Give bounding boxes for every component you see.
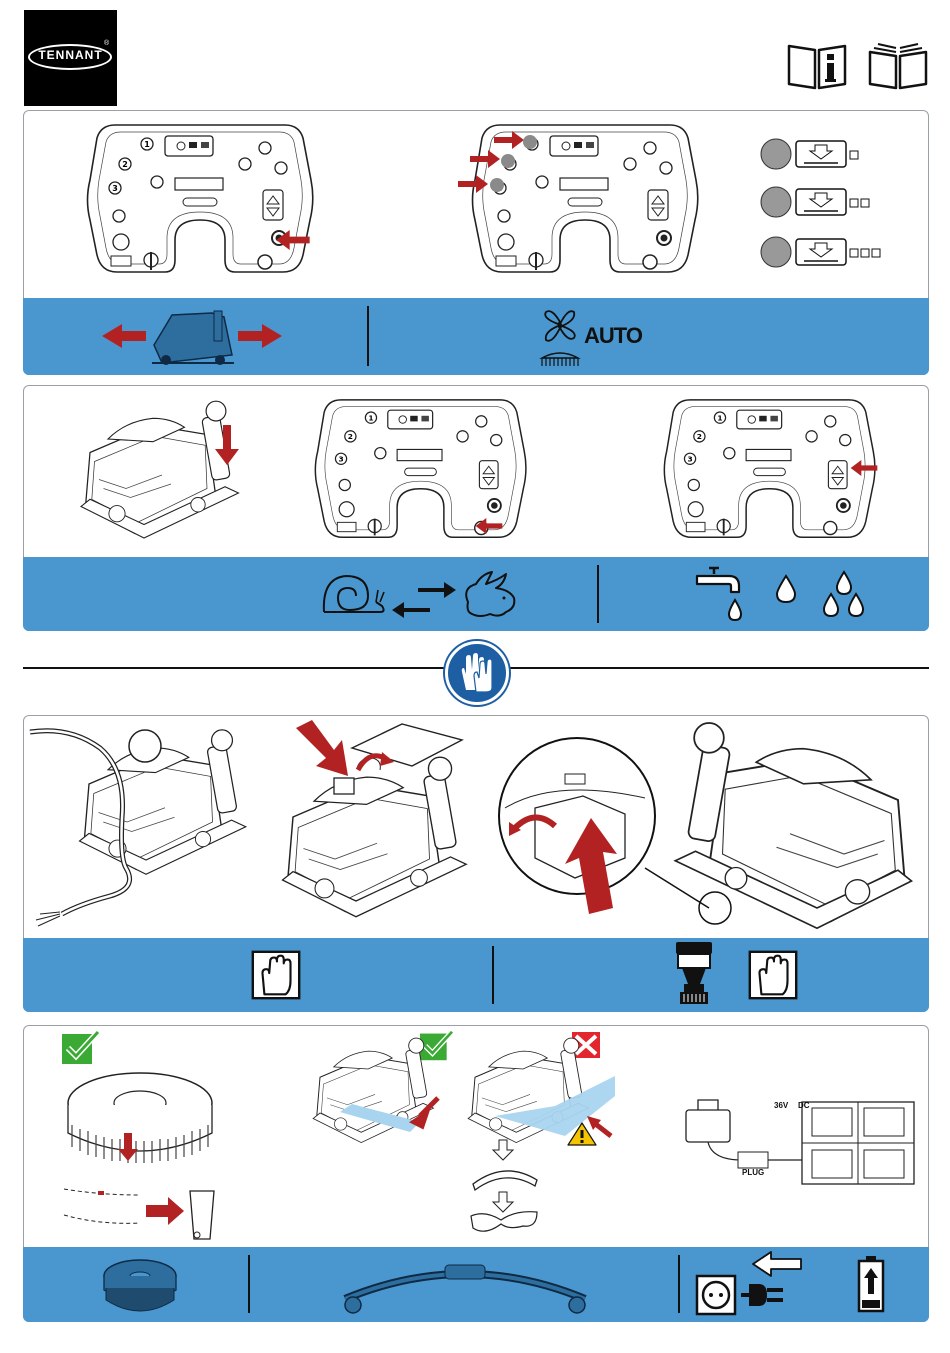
open-book-icon (868, 42, 930, 90)
pressure-3-highlight (490, 178, 504, 192)
water-drops-icon (820, 570, 868, 620)
filter-detail-illustration (495, 718, 925, 936)
filter-icon (672, 940, 716, 1008)
squeegee-blade-flip (465, 1140, 545, 1240)
squeegee-assembly-icon (335, 1255, 595, 1317)
red-arrow-2 (470, 150, 500, 168)
plug-outlet-icon (695, 1250, 807, 1318)
red-arrow-water (849, 460, 879, 476)
fan-icon (538, 306, 582, 368)
cloth-hand-icon-2 (744, 946, 802, 1004)
info-manual-icon (787, 42, 849, 90)
snail-icon (324, 576, 384, 612)
check-icon (60, 1030, 100, 1066)
dc-label: DC (798, 1101, 810, 1110)
plug-label: PLUG (742, 1168, 764, 1177)
voltage-label: 36V (774, 1101, 788, 1110)
machine-illustration-1 (72, 388, 252, 553)
band-1-divider (367, 306, 369, 366)
control-panel-1 (85, 120, 315, 280)
gloves-icon (445, 641, 509, 705)
band-2-divider (597, 565, 599, 623)
pressure-legend (760, 135, 890, 270)
red-arrow-speed (474, 518, 504, 534)
brush-icon (100, 1254, 180, 1318)
battery-icon (856, 1254, 886, 1314)
speed-snail-rabbit (320, 568, 520, 624)
logo-registered-mark: ® (104, 40, 109, 47)
red-arrow-down (215, 425, 239, 465)
red-arrow-3 (458, 175, 488, 193)
faucet-icon (695, 566, 743, 624)
machine-tank-lid-open (262, 718, 492, 928)
pressure-2-highlight (501, 154, 515, 168)
rabbit-icon (466, 572, 514, 616)
pressure-1-highlight (523, 135, 537, 149)
squeegee-good-illustration (300, 1036, 460, 1156)
logo-text: TENNANT (24, 48, 117, 62)
tennant-logo: TENNANT ® (24, 10, 117, 106)
red-arrow-1 (494, 131, 524, 149)
warning-icon (567, 1122, 597, 1146)
arrows-left-right-icon (102, 305, 282, 370)
cloth-hand-icon (247, 946, 305, 1004)
red-arrow-key (274, 230, 312, 250)
band-3-divider (492, 946, 494, 1004)
control-panel-4 (662, 395, 877, 545)
water-drop-icon (775, 574, 797, 604)
band-4-divider-1 (248, 1255, 250, 1313)
machine-hose-drain (30, 718, 260, 928)
band-4-divider-2 (678, 1255, 680, 1313)
brush-wear-illustration (60, 1065, 225, 1245)
auto-label: AUTO (584, 323, 642, 349)
